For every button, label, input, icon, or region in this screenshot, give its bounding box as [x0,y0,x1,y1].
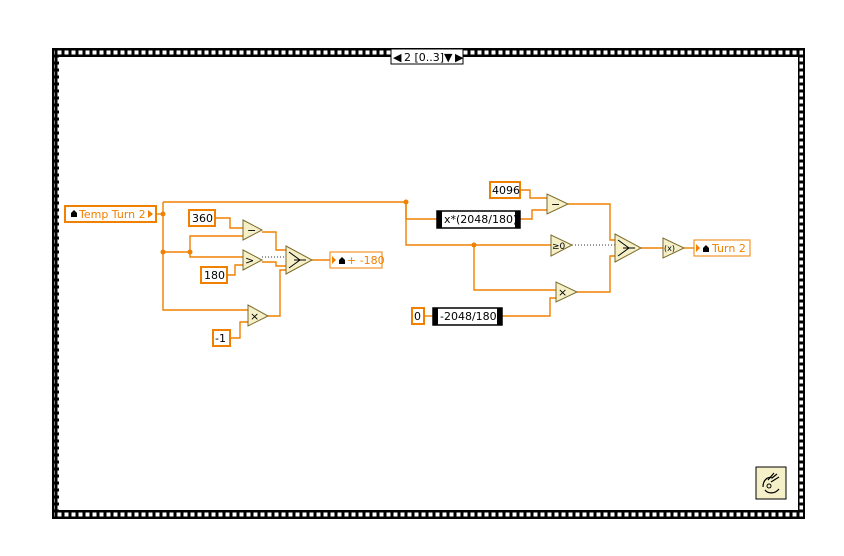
const-360-value: 360 [192,212,213,225]
ge-zero-node[interactable]: ≥0 [550,234,574,257]
case-structure-frame[interactable] [52,48,805,519]
range-indicator[interactable]: + -180 [329,251,385,269]
case-dropdown-arrow[interactable]: ▼ [444,51,453,64]
const-180-value: 180 [204,269,225,282]
turn-indicator-label: Turn 2 [711,242,746,255]
multiply-glyph-right: × [558,286,567,299]
const-4096[interactable]: 4096 [489,181,521,199]
case-selector[interactable]: ◀ 2 [0..3] ▼ ▶ [390,48,464,65]
input-terminal-icon [696,244,700,252]
formula-scale[interactable]: x*(2048/180) [436,210,521,229]
const-0-value: 0 [414,310,421,323]
input-terminal-icon [332,256,336,264]
coerce-glyph: (x) [664,244,675,253]
multiply-glyph-left: × [250,310,259,323]
greater-node[interactable]: > [242,249,264,271]
subtract-node-right[interactable]: − [546,193,570,215]
formula-scale-text: x*(2048/180) [444,213,517,226]
const-4096-value: 4096 [492,184,520,197]
temp-turn-label: Temp Turn 2 [78,208,146,221]
coerce-node[interactable]: (x) [662,237,686,259]
select-node-left[interactable] [285,245,314,275]
case-next-arrow[interactable]: ▶ [455,51,464,64]
home-icon [703,245,709,252]
const-360[interactable]: 360 [188,209,216,227]
formula-neg-scale[interactable]: -2048/180 [432,307,503,326]
dotted-selector-wires [262,244,615,258]
hand-grip-icon[interactable] [755,466,787,500]
case-prev-arrow[interactable]: ◀ [393,51,402,64]
output-terminal-icon [148,210,153,218]
range-indicator-label: + -180 [347,254,385,267]
select-node-right[interactable] [614,233,643,263]
case-selector-label: 2 [0..3] [404,51,444,64]
formula-neg-scale-text: -2048/180 [440,310,497,323]
turn-indicator[interactable]: Turn 2 [693,239,751,257]
subtract-node[interactable]: − [242,219,264,241]
multiply-node-right[interactable]: × [555,281,579,303]
multiply-node-left[interactable]: × [247,304,270,327]
home-icon [71,210,77,217]
const-neg1-value: -1 [215,332,226,345]
ge-zero-glyph: ≥0 [552,242,566,252]
home-icon [339,257,345,264]
wire-junctions [160,199,477,255]
const-180[interactable]: 180 [200,266,228,284]
const-0[interactable]: 0 [411,307,425,325]
subtract-glyph-right: − [551,198,560,211]
greater-glyph: > [245,254,254,267]
const-neg1[interactable]: -1 [212,329,231,347]
subtract-glyph: − [247,224,256,237]
temp-turn-control[interactable]: Temp Turn 2 [64,205,157,223]
